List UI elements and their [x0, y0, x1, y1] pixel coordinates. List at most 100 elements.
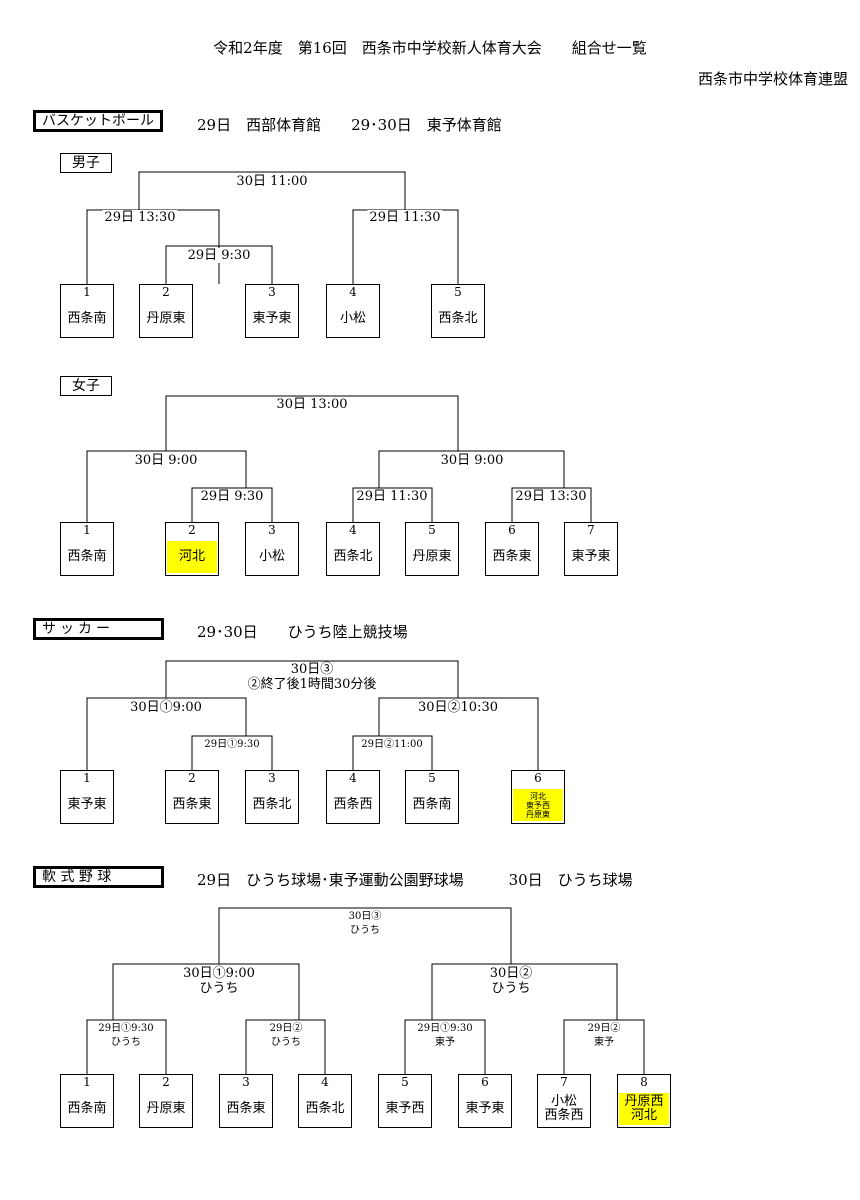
- team-name: 西条南: [67, 311, 107, 326]
- team-number: 6: [481, 1075, 489, 1089]
- baseball-final: 30日③ ひうち: [346, 910, 384, 938]
- team-number: 5: [401, 1075, 409, 1089]
- baseball-match-1-2: 29日①9:30 ひうち: [96, 1022, 156, 1050]
- team-number: 1: [83, 1075, 91, 1089]
- team-number: 2: [162, 285, 170, 299]
- basketball-boys-final: 30日 11:00: [234, 174, 310, 189]
- baseball-venue: 29日 ひうち球場･東予運動公園野球場 30日 ひうち球場: [197, 871, 633, 889]
- team-box: 7 小松 西条西: [537, 1074, 591, 1128]
- team-name: 西条北: [252, 797, 292, 812]
- team-name: 東予東: [252, 311, 292, 326]
- basketball-heading: バスケットボール: [33, 110, 163, 132]
- team-box: 5 東予西: [378, 1074, 432, 1128]
- team-box: 4 西条西: [326, 770, 380, 824]
- team-name: 西条東: [492, 549, 532, 564]
- team-name: 小松 西条西: [544, 1094, 584, 1123]
- team-name: 丹原東: [146, 1101, 186, 1116]
- team-name: 西条北: [305, 1101, 345, 1116]
- team-box: 3 小松: [245, 522, 299, 576]
- basketball-girls-match-6-7: 29日 13:30: [513, 489, 589, 504]
- team-number: 4: [349, 285, 357, 299]
- team-name: 西条南: [67, 1101, 107, 1116]
- organizer-name: 西条市中学校体育連盟: [697, 70, 848, 88]
- soccer-heading: サッカー: [33, 618, 164, 640]
- team-box: 5 丹原東: [405, 522, 459, 576]
- baseball-right-semi: 30日② ひうち: [487, 966, 535, 996]
- soccer-match-4-5: 29日②11:00: [359, 738, 425, 752]
- team-box: 3 西条東: [219, 1074, 273, 1128]
- team-number: 7: [587, 523, 595, 537]
- team-box: 7 東予東: [564, 522, 618, 576]
- team-name: 東予東: [571, 549, 611, 564]
- basketball-girls-final: 30日 13:00: [274, 397, 350, 412]
- team-name: 西条東: [172, 797, 212, 812]
- soccer-final: 30日③ ②終了後1時間30分後: [247, 662, 377, 692]
- basketball-boys-left-semi: 29日 13:30: [102, 210, 178, 225]
- soccer-right-semi: 30日②10:30: [415, 700, 501, 715]
- basketball-girls-label: 女子: [60, 376, 112, 396]
- team-number: 4: [349, 771, 357, 785]
- baseball-match-5-6: 29日①9:30 東予: [415, 1022, 475, 1050]
- soccer-match-2-3: 29日①9:30: [202, 738, 262, 752]
- team-number: 3: [268, 523, 276, 537]
- team-name: 東予西: [385, 1101, 425, 1116]
- basketball-girls-match-4-5: 29日 11:30: [354, 489, 430, 504]
- team-number: 1: [83, 523, 91, 537]
- team-box: 5 西条北: [431, 284, 485, 338]
- team-box: 1 西条南: [60, 522, 114, 576]
- team-box: 5 西条南: [405, 770, 459, 824]
- basketball-boys-right-semi: 29日 11:30: [367, 210, 443, 225]
- team-name: 小松: [258, 549, 285, 564]
- team-box: 4 小松: [326, 284, 380, 338]
- team-number: 3: [268, 771, 276, 785]
- team-name: 西条南: [412, 797, 452, 812]
- baseball-match-3-4: 29日② ひうち: [267, 1022, 305, 1050]
- team-box: 2 丹原東: [139, 1074, 193, 1128]
- basketball-boys-first-round: 29日 9:30: [185, 248, 253, 263]
- page-title: 令和2年度 第16回 西条市中学校新人体育大会 組合せ一覧: [213, 39, 647, 57]
- team-number: 1: [83, 771, 91, 785]
- team-number: 6: [508, 523, 516, 537]
- team-number: 4: [349, 523, 357, 537]
- team-number: 3: [242, 1075, 250, 1089]
- team-number: 5: [454, 285, 462, 299]
- team-number: 5: [428, 771, 436, 785]
- team-number: 2: [162, 1075, 170, 1089]
- team-box: 1 西条南: [60, 1074, 114, 1128]
- team-name: 丹原東: [412, 549, 452, 564]
- team-name: 河北: [167, 541, 217, 573]
- team-number: 1: [83, 285, 91, 299]
- team-number: 2: [188, 523, 196, 537]
- team-box: 6 西条東: [485, 522, 539, 576]
- baseball-match-7-8: 29日② 東予: [585, 1022, 623, 1050]
- team-name: 西条北: [333, 549, 373, 564]
- team-box: 3 東予東: [245, 284, 299, 338]
- team-name: 西条北: [438, 311, 478, 326]
- team-name: 小松: [339, 311, 366, 326]
- basketball-girls-match-2-3: 29日 9:30: [198, 489, 266, 504]
- team-name: 河北 東予西 丹原東: [513, 789, 563, 821]
- team-box: 2 西条東: [165, 770, 219, 824]
- team-box: 2 河北: [165, 522, 219, 576]
- basketball-venue: 29日 西部体育館 29･30日 東予体育館: [197, 116, 502, 134]
- team-name: 西条東: [226, 1101, 266, 1116]
- team-number: 3: [268, 285, 276, 299]
- team-number: 7: [560, 1075, 568, 1089]
- team-number: 5: [428, 523, 436, 537]
- team-name: 丹原西 河北: [619, 1093, 669, 1125]
- team-box: 1 西条南: [60, 284, 114, 338]
- team-name: 西条西: [333, 797, 373, 812]
- baseball-left-semi: 30日①9:00 ひうち: [181, 966, 257, 996]
- team-number: 2: [188, 771, 196, 785]
- soccer-left-semi: 30日①9:00: [128, 700, 204, 715]
- basketball-girls-left-semi: 30日 9:00: [132, 453, 200, 468]
- team-name: 東予東: [67, 797, 107, 812]
- team-name: 西条南: [67, 549, 107, 564]
- team-box: 3 西条北: [245, 770, 299, 824]
